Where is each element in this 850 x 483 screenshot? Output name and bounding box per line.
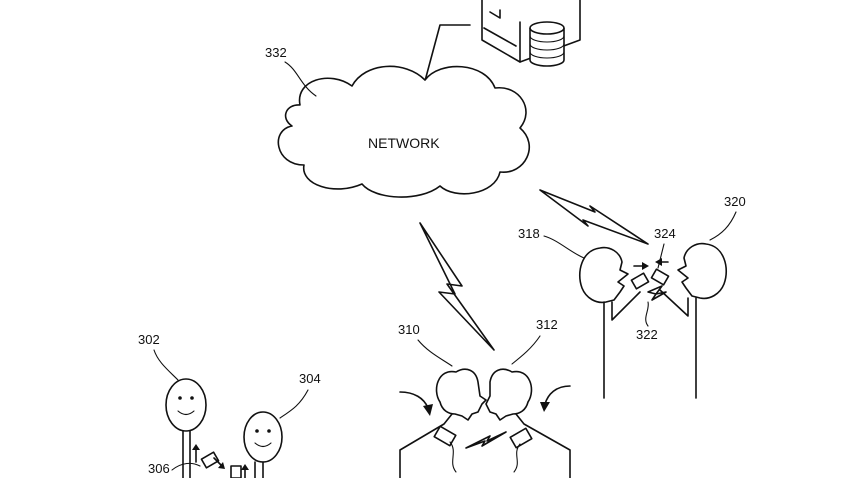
ref-label-304: 304 <box>299 371 321 386</box>
ref-leader-312 <box>511 335 541 365</box>
user-312 <box>485 368 571 479</box>
server-network-link <box>421 24 471 93</box>
ref-label-332: 332 <box>265 45 287 60</box>
device-306 <box>192 444 249 479</box>
ref-leader-318 <box>543 235 585 259</box>
ref-label-324: 324 <box>654 226 676 241</box>
network-label: NETWORK <box>368 135 440 151</box>
ref-label-310: 310 <box>398 322 420 337</box>
wireless-signal-center <box>465 431 507 449</box>
ref-label-320: 320 <box>724 194 746 209</box>
ref-label-318: 318 <box>518 226 540 241</box>
ref-label-306: 306 <box>148 461 170 476</box>
ref-leader-302 <box>153 349 179 381</box>
user-318 <box>578 246 641 399</box>
ref-leader-306 <box>171 462 201 471</box>
user-302 <box>165 378 207 479</box>
motion-arrow-left <box>399 391 429 409</box>
motion-arrow-right <box>544 385 571 405</box>
wireless-signal-right <box>539 189 649 245</box>
ref-leader-310 <box>417 339 453 367</box>
ref-label-312: 312 <box>536 317 558 332</box>
ref-leader-324 <box>657 243 665 269</box>
ref-leader-304 <box>279 389 309 419</box>
user-304 <box>243 411 283 479</box>
user-310 <box>399 368 487 479</box>
user-320 <box>659 242 728 399</box>
device-322-324 <box>630 258 670 301</box>
server-icon <box>481 0 581 67</box>
wireless-signal-left <box>419 222 495 351</box>
ref-leader-322 <box>645 301 649 327</box>
ref-label-302: 302 <box>138 332 160 347</box>
network-cloud <box>277 65 531 198</box>
ref-label-322: 322 <box>636 327 658 342</box>
ref-leader-320 <box>709 211 737 241</box>
ref-leader-332 <box>284 61 317 97</box>
